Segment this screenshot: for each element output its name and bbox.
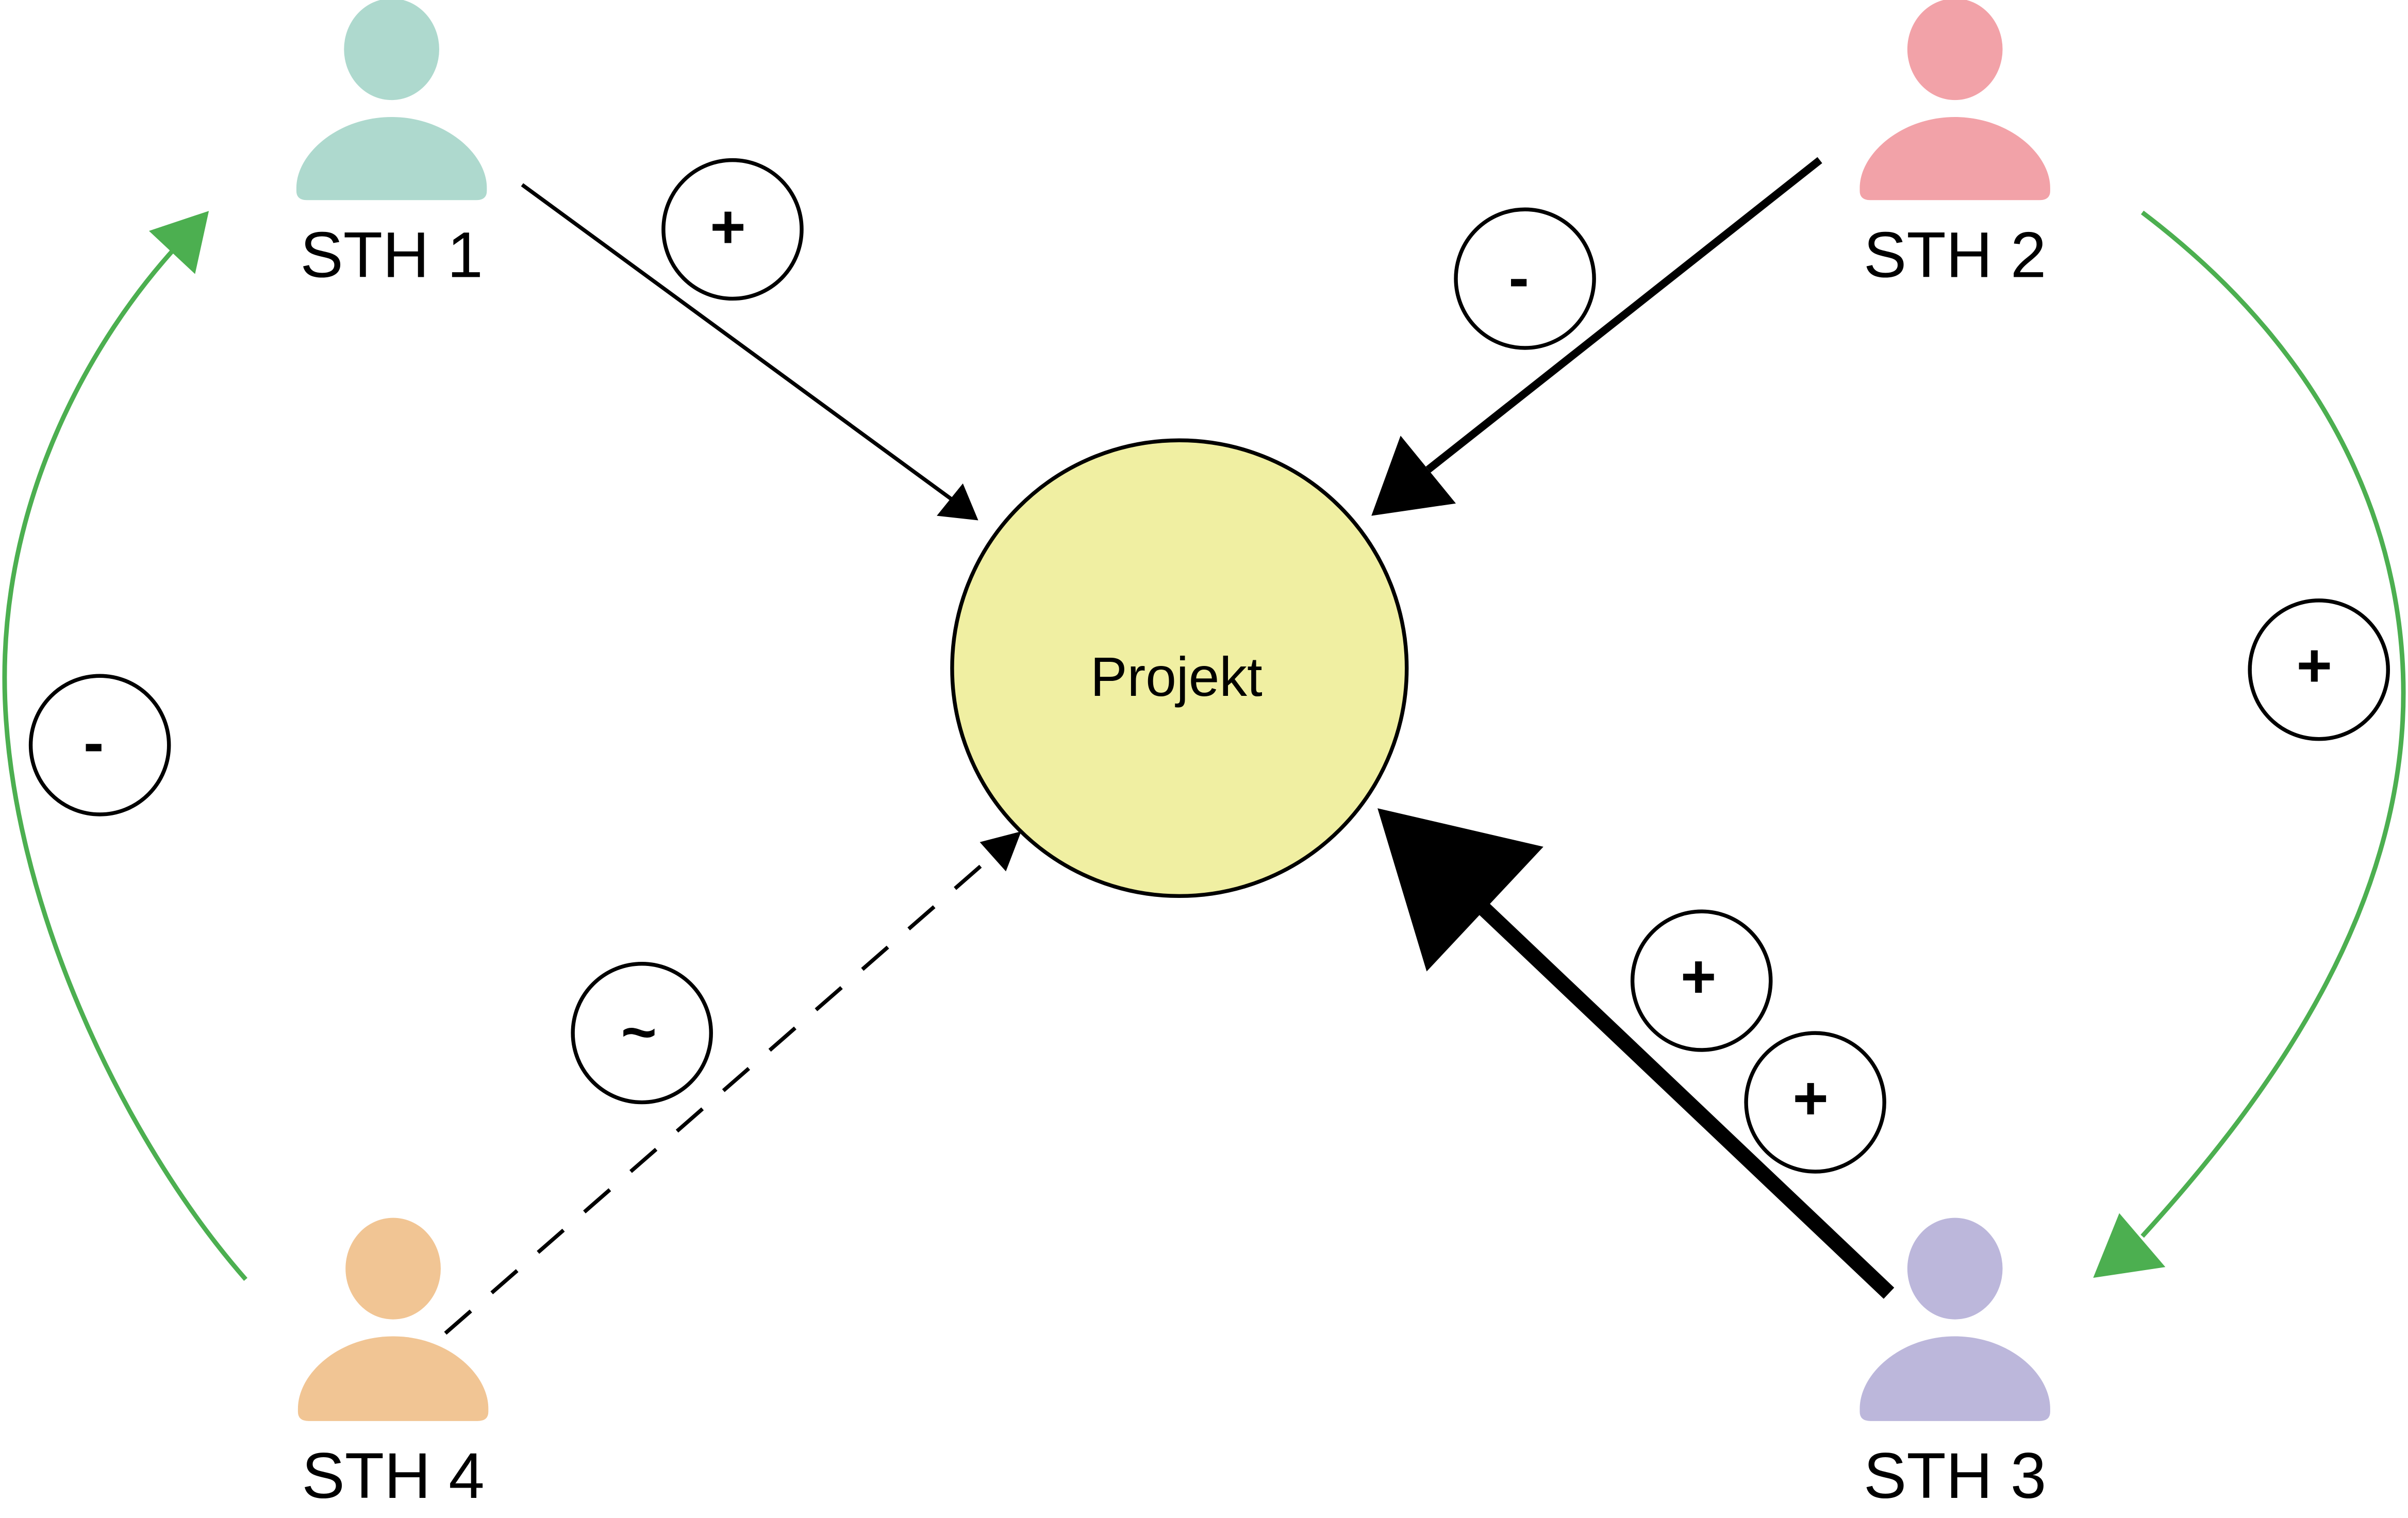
person-icon (1859, 0, 2050, 201)
svg-text:+: + (1681, 942, 1717, 1011)
arrowhead (979, 831, 1022, 872)
arrow-line (444, 856, 992, 1335)
stakeholder-sth3[interactable]: STH 3 (1859, 1217, 2050, 1512)
svg-text:+: + (2296, 631, 2332, 700)
person-body (1859, 1336, 2050, 1421)
stakeholder-label: STH 4 (302, 1440, 485, 1512)
project-node[interactable]: Projekt (950, 438, 1409, 898)
sign-badge: + (2248, 598, 2390, 741)
svg-text:-: - (84, 708, 104, 777)
person-head (1907, 0, 2003, 101)
stakeholder-label: STH 2 (1864, 219, 2047, 291)
svg-text:~: ~ (621, 998, 657, 1066)
arrowhead (937, 483, 978, 521)
stakeholder-sth1[interactable]: STH 1 (296, 0, 487, 291)
relation-sth2-sth3: + (2093, 210, 2406, 1278)
person-body (1859, 116, 2050, 201)
project-circle (950, 438, 1409, 898)
stakeholder-label: STH 3 (1864, 1440, 2047, 1512)
svg-text:-: - (1508, 243, 1529, 312)
person-body (297, 1336, 489, 1421)
svg-text:+: + (710, 193, 746, 261)
arrowhead (1371, 436, 1456, 516)
svg-text:+: + (1792, 1064, 1829, 1132)
arrowhead (1377, 808, 1543, 972)
relation-sth4-sth1: - (2, 211, 247, 1281)
relation-sth1-projekt: + (521, 158, 978, 521)
relation-sth4-projekt: ~ (444, 831, 1022, 1335)
arrowhead (2093, 1213, 2166, 1278)
stakeholder-sth2[interactable]: STH 2 (1859, 0, 2050, 291)
sign-badge: + (1630, 909, 1773, 1052)
project-label: Projekt (1090, 646, 1263, 708)
relation-sth2-projekt: - (1371, 157, 1822, 516)
stakeholder-label: STH 1 (300, 219, 483, 291)
sign-badge: + (1744, 1031, 1886, 1174)
arrow-line (1478, 903, 1895, 1299)
person-icon (1859, 1217, 2050, 1421)
arrow-line (521, 183, 957, 504)
sign-badge: + (661, 158, 804, 301)
person-icon (296, 0, 487, 201)
curve-line (2, 244, 247, 1281)
person-icon (297, 1217, 489, 1421)
sign-badge: - (28, 674, 171, 816)
arrowhead (148, 211, 209, 274)
person-head (344, 0, 439, 101)
arrow-line (1425, 157, 1822, 473)
curve-line (2140, 210, 2406, 1238)
person-body (296, 116, 487, 201)
relation-sth3-projekt: + + (1377, 808, 1895, 1299)
stakeholder-sth4[interactable]: STH 4 (297, 1217, 489, 1512)
sign-badge: - (1454, 207, 1596, 350)
person-head (1907, 1217, 2003, 1320)
sign-badge: ~ (571, 962, 713, 1105)
person-head (345, 1217, 441, 1320)
